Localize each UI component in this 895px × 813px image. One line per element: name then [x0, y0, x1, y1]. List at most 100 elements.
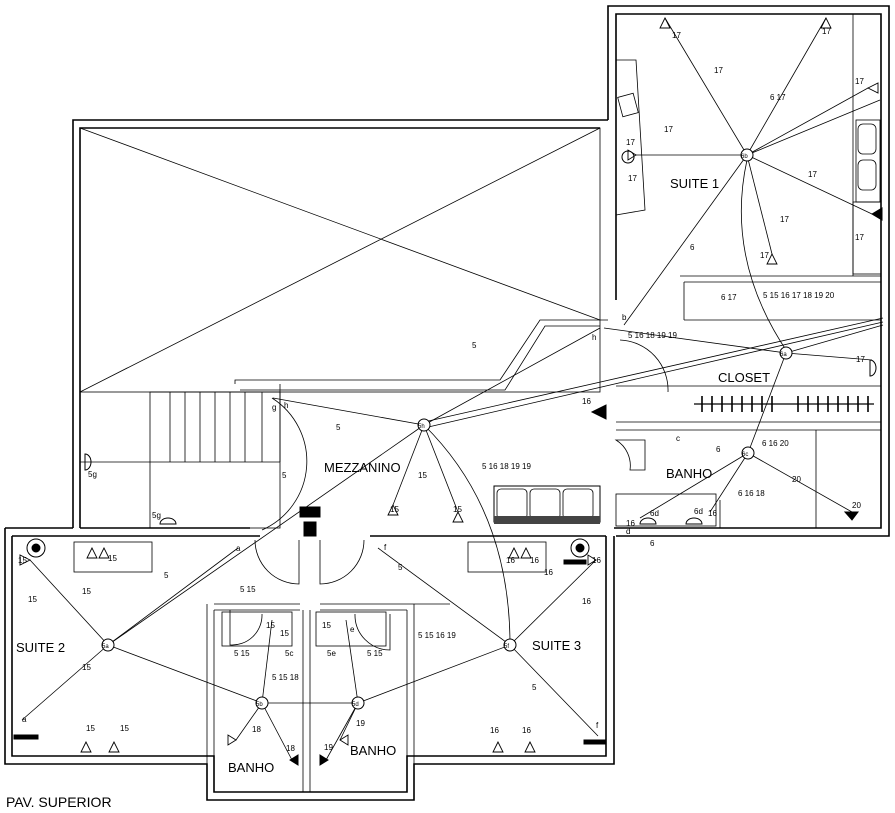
- circuit-label: 15: [86, 724, 95, 733]
- circuit-label: 16: [506, 556, 515, 565]
- outlet-symbols: [19, 16, 879, 753]
- room-label-banho-right: BANHO: [350, 743, 396, 758]
- drawing-title: PAV. SUPERIOR: [6, 794, 112, 810]
- switch-label: a: [236, 544, 241, 553]
- circuit-label: 15: [18, 556, 27, 565]
- room-label-closet: CLOSET: [718, 370, 770, 385]
- circuit-label: 5 15 16 17 18 19 20: [763, 291, 835, 300]
- light-points: 6b 6a 6c 5h 5a 5f 5b 5d: [101, 148, 793, 710]
- circuit-label: 5g: [152, 511, 161, 520]
- switch-label: e: [350, 625, 355, 634]
- light-point-label: 6c: [742, 452, 748, 458]
- fixtures: [13, 150, 883, 766]
- light-point-label: 5f: [504, 644, 509, 650]
- circuit-label: 5: [472, 341, 477, 350]
- circuit-label: 6 17: [721, 293, 737, 302]
- circuit-label: 15: [28, 595, 37, 604]
- circuit-label: 19: [356, 719, 365, 728]
- light-point-label: 6b: [741, 154, 748, 160]
- circuit-label: 20: [852, 501, 861, 510]
- circuit-label: 5c: [285, 649, 293, 658]
- circuit-label: 15: [453, 505, 462, 514]
- circuit-label: 16: [592, 556, 601, 565]
- circuit-label: 17: [664, 125, 673, 134]
- circuit-label: 17: [672, 31, 681, 40]
- circuit-label: 16: [522, 726, 531, 735]
- circuit-label: 15: [82, 663, 91, 672]
- door-swings: [229, 339, 669, 651]
- circuit-label: 5 15 18: [272, 673, 299, 682]
- circuit-label: 5: [398, 563, 403, 572]
- circuit-label: 5: [282, 471, 287, 480]
- circuit-label: 6d: [650, 509, 659, 518]
- circuit-label: 5e: [327, 649, 336, 658]
- circuit-label: 5 15: [240, 585, 256, 594]
- circuit-label: 17: [855, 233, 864, 242]
- circuit-label: 6 16 18: [738, 489, 765, 498]
- circuit-label: 5 16 18 19 19: [482, 462, 531, 471]
- circuit-label: 5: [336, 423, 341, 432]
- circuit-label: 15: [82, 587, 91, 596]
- room-label-suite2: SUITE 2: [16, 640, 65, 655]
- staircase: [149, 391, 281, 529]
- switch-label: g: [272, 403, 276, 412]
- circuit-label: 16: [626, 519, 635, 528]
- light-point-label: 5b: [256, 702, 263, 708]
- circuit-label: 6: [690, 243, 695, 252]
- switch-label: h: [284, 401, 288, 410]
- furniture: [73, 59, 882, 647]
- circuit-label: 6 17: [770, 93, 786, 102]
- circuit-labels: 17 17 17 17 17 17 17 17 17 6 17 17 17 17…: [18, 27, 865, 753]
- light-point-label: 5d: [352, 702, 359, 708]
- circuit-label: 5 15: [234, 649, 250, 658]
- circuit-label: 15: [266, 621, 275, 630]
- circuit-label: 17: [855, 77, 864, 86]
- room-labels: SUITE 1 CLOSET BANHO MEZZANINO SUITE 2 S…: [16, 176, 770, 775]
- circuit-label: 16: [530, 556, 539, 565]
- switch-label: c: [676, 434, 680, 443]
- circuit-label: 18: [286, 744, 295, 753]
- circuit-label: 17: [626, 138, 635, 147]
- switch-label: a: [22, 715, 27, 724]
- light-point-label: 5h: [418, 424, 425, 430]
- switch-label: f: [596, 721, 599, 730]
- void-opening: [79, 127, 601, 393]
- circuit-label: 17: [822, 27, 831, 36]
- circuit-label: 5: [532, 683, 537, 692]
- circuit-label: 6 16 20: [762, 439, 789, 448]
- circuit-label: 18: [252, 725, 261, 734]
- circuit-label: 17: [714, 66, 723, 75]
- circuit-label: 17: [628, 174, 637, 183]
- switch-label: h: [592, 333, 596, 342]
- circuit-label: 15: [120, 724, 129, 733]
- walls: [4, 5, 890, 801]
- circuit-label: 17: [760, 251, 769, 260]
- circuit-label: 17: [808, 170, 817, 179]
- circuit-label: 17: [856, 355, 865, 364]
- circuit-label: 16: [708, 509, 717, 518]
- circuit-label: 6: [650, 539, 655, 548]
- circuit-label: 19: [324, 743, 333, 752]
- circuit-label: 15: [418, 471, 427, 480]
- circuit-label: 5 15 16 19: [418, 631, 456, 640]
- circuit-label: 16: [490, 726, 499, 735]
- room-label-banho-left: BANHO: [228, 760, 274, 775]
- light-point-label: 5a: [102, 644, 109, 650]
- light-point-label: 6a: [780, 352, 787, 358]
- circuit-label: 16: [582, 597, 591, 606]
- circuit-label: 15: [280, 629, 289, 638]
- circuit-label: 16: [544, 568, 553, 577]
- switch-label: f: [384, 543, 387, 552]
- switch-label: b: [622, 313, 627, 322]
- circuit-label: 5: [164, 571, 169, 580]
- switch-labels: a a b c d e f f g h h: [22, 313, 680, 730]
- circuit-label: 15: [322, 621, 331, 630]
- room-label-suite3: SUITE 3: [532, 638, 581, 653]
- closet-hangers: [701, 396, 869, 412]
- circuit-label: 5g: [88, 470, 97, 479]
- room-label-mezzanino: MEZZANINO: [324, 460, 401, 475]
- wiring: [21, 17, 884, 761]
- circuit-label: 20: [792, 475, 801, 484]
- room-label-suite1: SUITE 1: [670, 176, 719, 191]
